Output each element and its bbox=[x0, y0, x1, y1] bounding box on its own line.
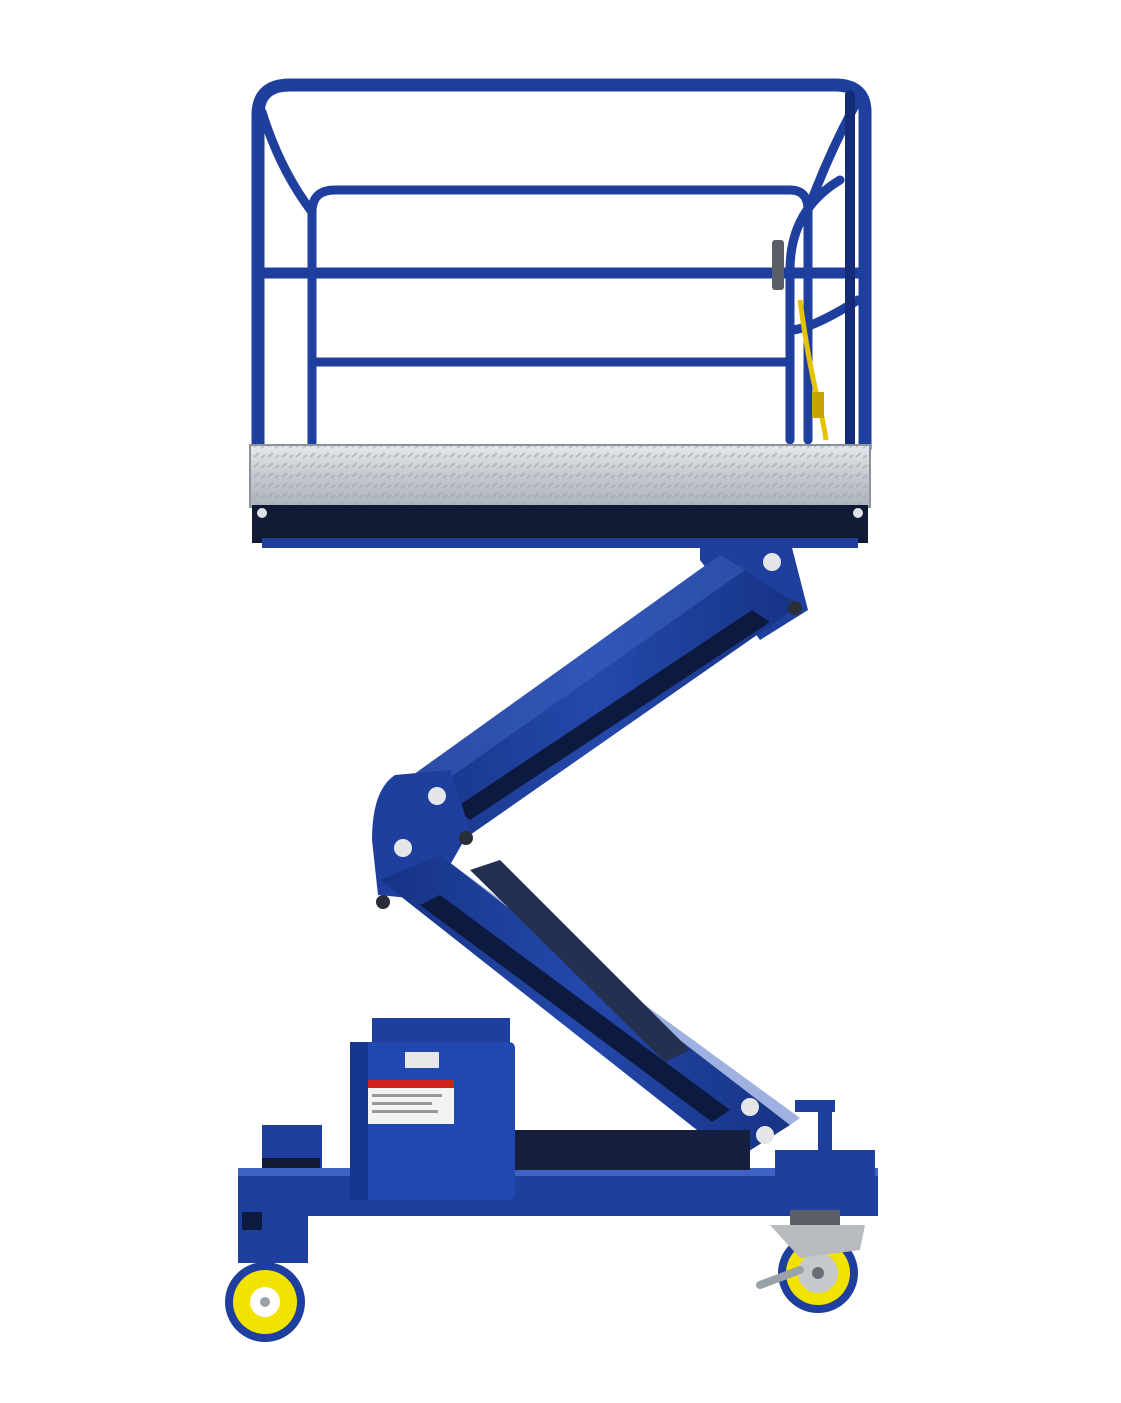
power-unit-box bbox=[350, 1018, 515, 1200]
gate-latch bbox=[772, 240, 784, 290]
front-caster bbox=[756, 1210, 865, 1313]
base-chassis bbox=[238, 1100, 878, 1263]
cable-clip bbox=[812, 392, 824, 418]
lower-scissor-arm bbox=[380, 855, 800, 1160]
platform-deck bbox=[249, 444, 871, 548]
upper-scissor-arm bbox=[392, 540, 808, 835]
guard-rail bbox=[251, 78, 872, 455]
rear-wheel bbox=[225, 1262, 305, 1342]
caster-brake bbox=[770, 1225, 865, 1258]
spec-label bbox=[405, 1052, 439, 1068]
